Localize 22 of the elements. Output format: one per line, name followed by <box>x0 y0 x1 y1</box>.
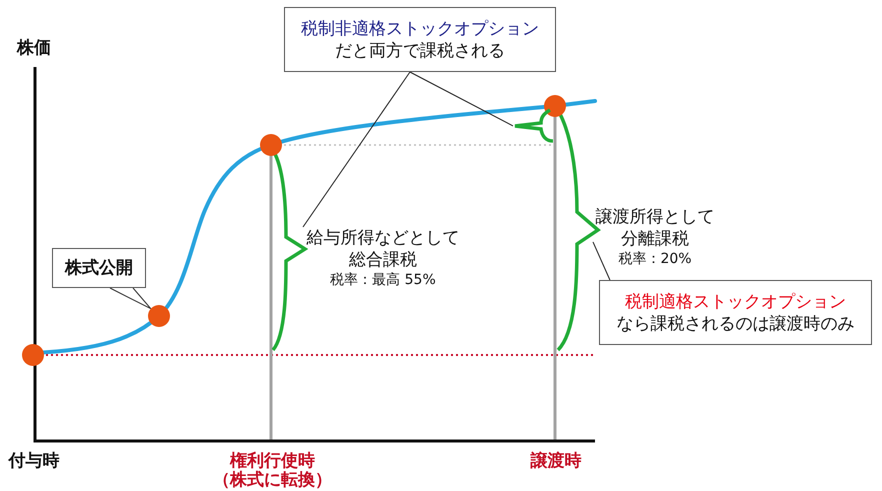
price-dot <box>544 95 566 117</box>
note-box <box>599 280 872 345</box>
price-dot <box>148 305 170 327</box>
tax-note: 給与所得などとして総合課税 <box>306 227 460 271</box>
option-type-text: 税制非適格ストックオプション <box>301 18 539 40</box>
tax-note: 譲渡所得として分離課税 <box>594 206 716 250</box>
option-type-text: 税制適格ストックオプション <box>625 290 846 312</box>
price-dot <box>260 134 282 156</box>
note-box <box>284 7 556 72</box>
note-text: なら課税されるのは譲渡時のみ <box>616 312 854 334</box>
time-label: 譲渡時 <box>529 452 582 471</box>
tax-rate-note: 税率：20% <box>617 250 693 268</box>
time-label: 付与時 <box>7 452 60 471</box>
tax-rate-note: 税率：最高 55% <box>329 271 437 289</box>
note-text: だと両方で課税される <box>335 40 505 62</box>
callout-tail <box>110 288 152 310</box>
leader-line <box>592 241 610 280</box>
axis-title: 株価 <box>16 39 52 58</box>
time-label: 権利行使時（株式に転換） <box>212 452 333 490</box>
leader-line <box>409 72 514 126</box>
leader-line <box>302 72 410 228</box>
price-dot <box>22 344 44 366</box>
